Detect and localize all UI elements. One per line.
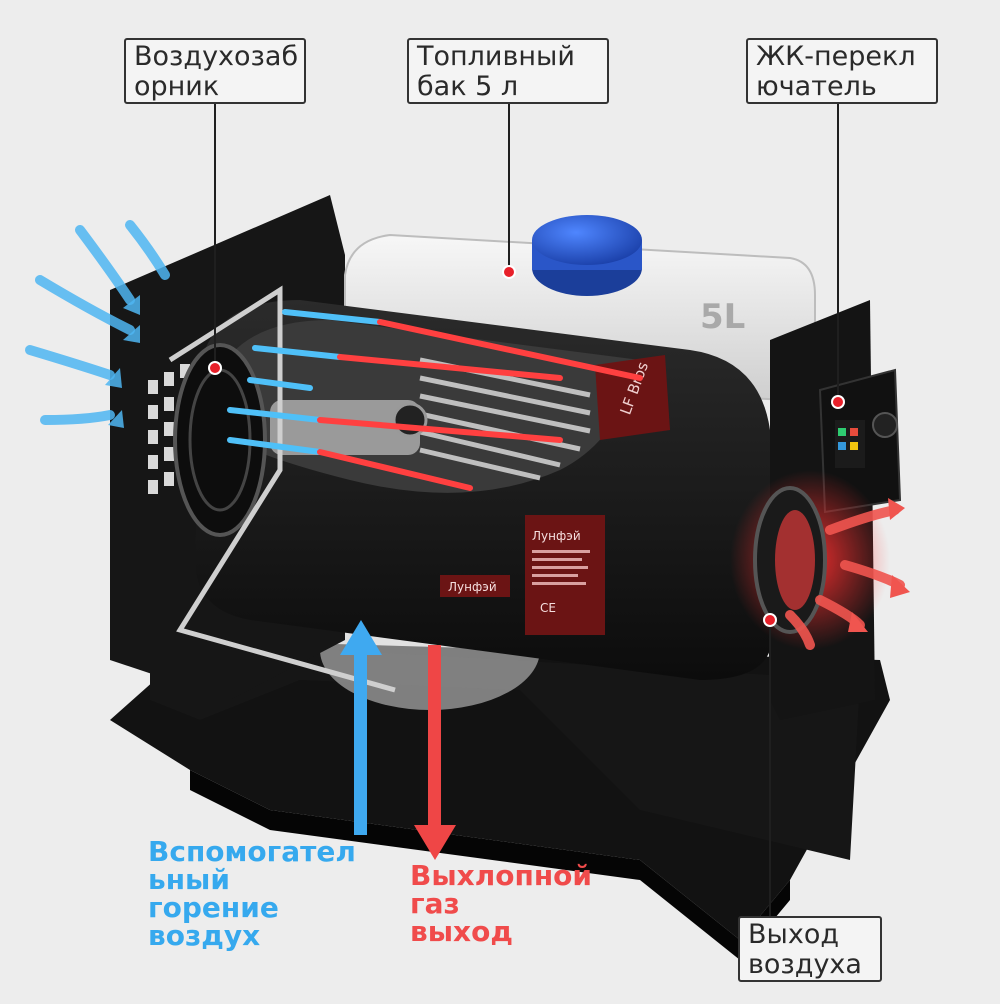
cert-marks: CE (540, 601, 556, 615)
air-outlet-label-line-2: воздуха (748, 949, 862, 980)
fuel-tank-label-line-2: бак 5 л (417, 71, 519, 102)
combustion-air-line-2: ьный (148, 863, 230, 896)
exhaust-gas-line-1: Выхлопной (410, 859, 593, 892)
fuel-cap (532, 215, 642, 296)
callout-dots (208, 265, 845, 627)
intake-pointer-dot (208, 361, 222, 375)
lcd-pointer-dot (831, 395, 845, 409)
combustion-air-line-1: Вспомогател (148, 835, 356, 868)
lcd-switch-label-line-2: ючатель (756, 71, 877, 102)
tank-marking: 5L (700, 297, 745, 337)
hot-air-outlet (730, 470, 890, 650)
brand-sticker-side: Лунфэй (440, 575, 510, 597)
lcd-switch-label: ЖК-перекл ючатель (746, 38, 938, 104)
cold-air-intake-arrows (25, 220, 170, 425)
spec-plate: Лунфэй CE (525, 515, 605, 635)
air-outlet-label-line-1: Выход (748, 919, 840, 950)
air-intake-label-line-2: орник (134, 71, 220, 102)
exhaust-gas-line-2: газ (410, 887, 460, 920)
hot-air-arrowheads (848, 498, 910, 632)
air-intake-label-line-1: Воздухозаб (134, 41, 299, 72)
combustion-air-line-3: горение (148, 891, 279, 924)
exhaust-gas-line-3: выход (410, 915, 513, 948)
outlet-pointer-dot (763, 613, 777, 627)
combustion-air-text: Вспомогател ьный горение воздух (148, 838, 356, 950)
lcd-switch-label-line-1: ЖК-перекл (756, 41, 916, 72)
air-intake-label: Воздухозаб орник (124, 38, 306, 104)
tank-pointer-dot (502, 265, 516, 279)
side-sticker-brand: Лунфэй (448, 580, 497, 594)
callout-leaders (214, 104, 839, 916)
brand-plate-top: LF Bros (595, 355, 670, 440)
air-outlet-label: Выход воздуха (738, 916, 882, 982)
heat-exchanger-fins (419, 357, 591, 481)
exhaust-gas-arrow (414, 645, 456, 860)
internal-airflow (227, 309, 643, 491)
fuel-tank-label: Топливный бак 5 л (407, 38, 609, 104)
carry-handle (168, 285, 396, 693)
spec-plate-brand: Лунфэй (532, 529, 581, 543)
combustion-air-line-4: воздух (148, 919, 261, 952)
fuel-tank-label-line-1: Топливный (417, 41, 575, 72)
combustion-air-arrow (340, 620, 382, 835)
exhaust-gas-text: Выхлопной газ выход (410, 862, 592, 946)
cold-air-arrowheads (105, 295, 140, 428)
